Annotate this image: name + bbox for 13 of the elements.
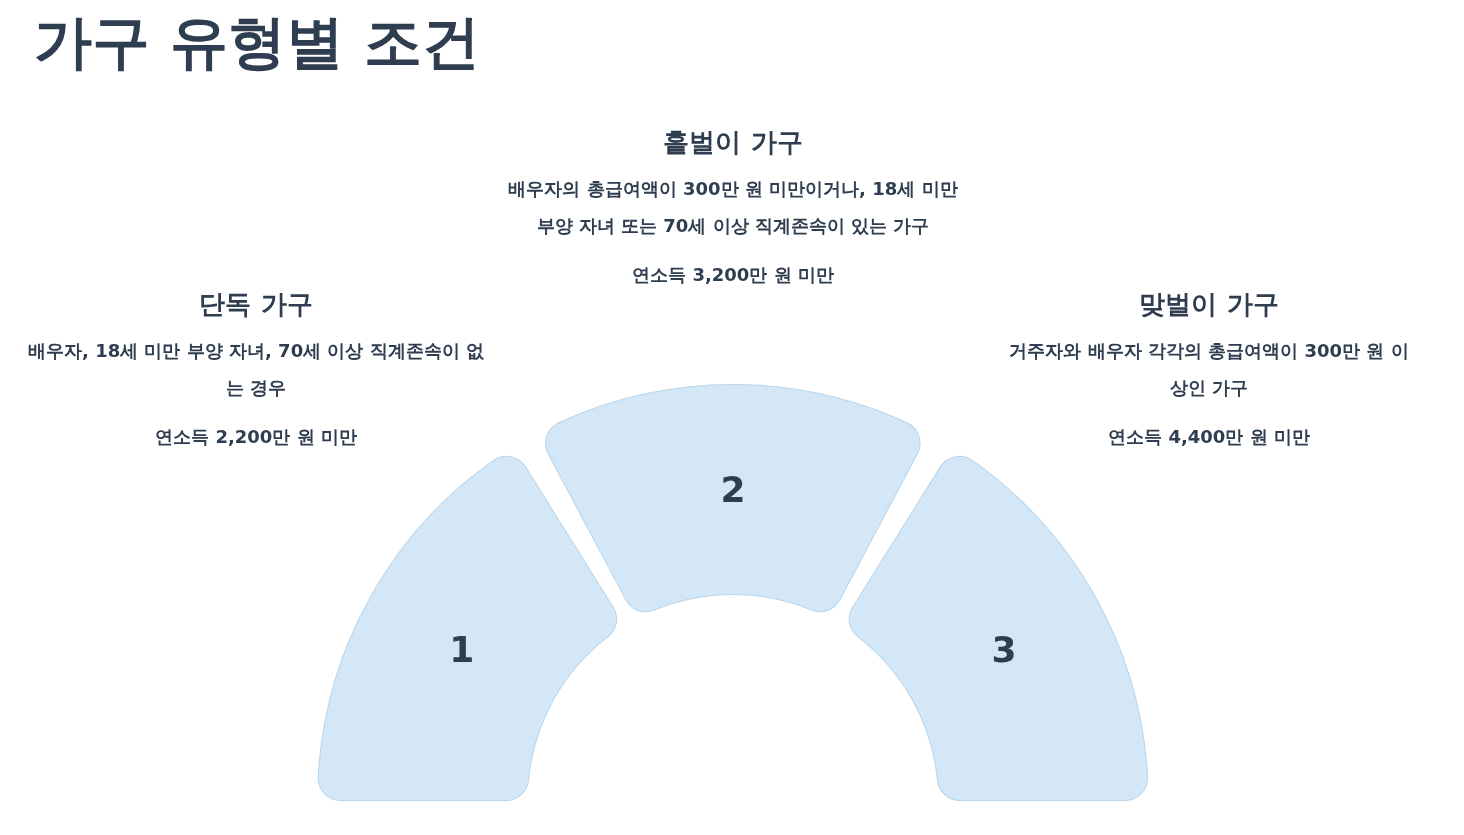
page-title: 가구 유형별 조건 bbox=[34, 8, 481, 78]
condition-text: 거주자와 배우자 각각의 총급여액이 300만 원 이상인 가구 bbox=[1009, 338, 1409, 400]
income-limit: 연소득 2,200만 원 미만 bbox=[155, 424, 357, 449]
group-heading: 단독 가구 bbox=[199, 288, 313, 321]
condition-text: 배우자의 총급여액이 300만 원 미만이거나, 18세 미만 부양 자녀 또는 70세 이상 직계존속이 있는 가구 bbox=[507, 176, 959, 238]
segment-number: 1 bbox=[449, 631, 475, 668]
income-limit: 연소득 3,200만 원 미만 bbox=[632, 262, 834, 287]
group-heading: 홑벌이 가구 bbox=[663, 126, 803, 159]
group-heading: 맞벌이 가구 bbox=[1139, 288, 1279, 321]
condition-text: 배우자, 18세 미만 부양 자녀, 70세 이상 직계존속이 없는 경우 bbox=[27, 338, 485, 400]
income-limit: 연소득 4,400만 원 미만 bbox=[1108, 424, 1310, 449]
segment-number: 2 bbox=[720, 472, 746, 508]
segment-number: 3 bbox=[991, 631, 1017, 668]
